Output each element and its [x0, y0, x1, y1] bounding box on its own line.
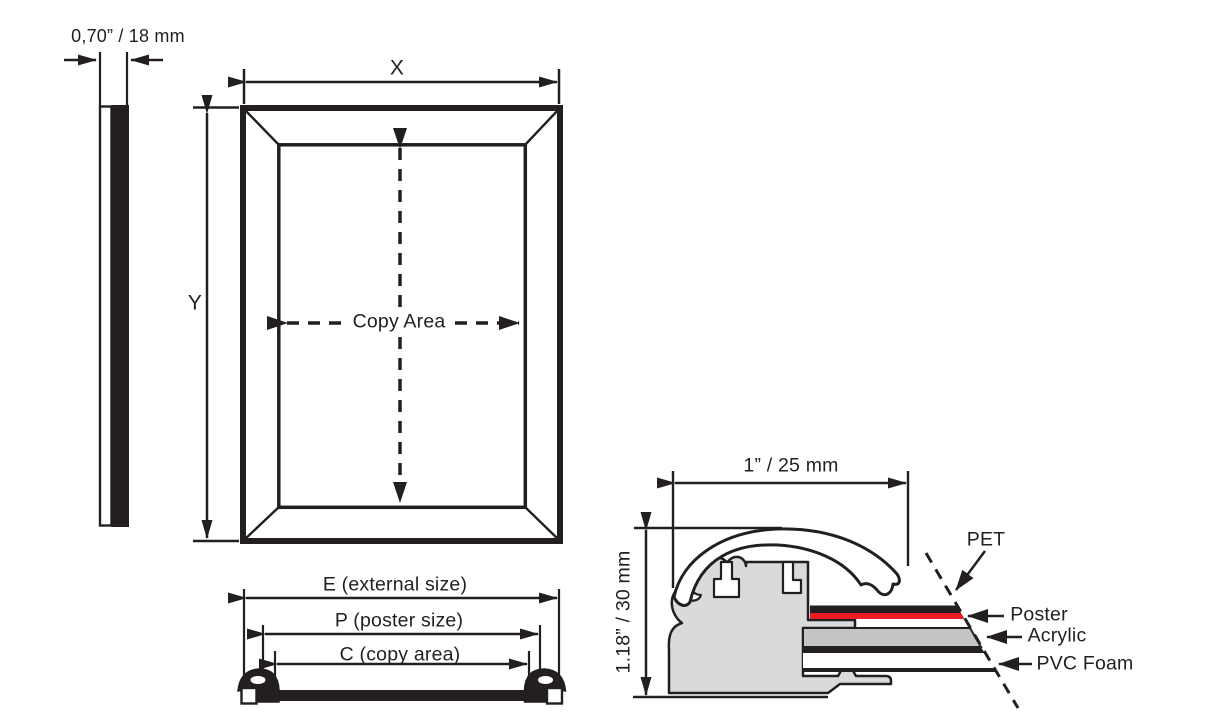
layer-pet [810, 605, 961, 613]
layer-label-poster: Poster [1010, 603, 1068, 626]
profile-hook-slot [781, 560, 803, 595]
layer-separator [803, 647, 985, 653]
copy-area-label: Copy Area [344, 310, 454, 334]
layer-label-acrylic: Acrylic [1027, 624, 1087, 647]
front-view [193, 69, 563, 544]
profile-t-slot [712, 560, 741, 599]
side-thickness-label: 0,70” / 18 mm [71, 26, 185, 46]
frame-width-label: X [389, 56, 405, 80]
layer-stack [802, 605, 996, 672]
side-profile-face [98, 105, 113, 527]
section-panel-bar [258, 690, 560, 701]
section-right-clamp [523, 668, 567, 705]
poster-size-label: P (poster size) [334, 609, 464, 632]
layer-acrylic [802, 627, 983, 648]
profile-width-label: 1” / 25 mm [743, 454, 839, 477]
layer-callout-arrows [954, 550, 1032, 671]
frame-outer-rect [240, 105, 563, 544]
layer-pvc-foam-edge [803, 668, 996, 672]
layer-poster [810, 613, 965, 619]
layer-label-pet: PET [966, 528, 1006, 551]
section-left-clamp [237, 668, 280, 705]
profile-snap-cover [672, 527, 901, 607]
side-profile-body [111, 105, 129, 527]
section-view [228, 589, 567, 705]
frame-height-label: Y [187, 291, 203, 315]
layer-pvc-foam [803, 653, 994, 668]
copy-area-size-label: C (copy area) [339, 643, 461, 666]
side-view [64, 52, 163, 527]
profile-height-label: 1.18” / 30 mm [612, 550, 635, 674]
profile-detail [633, 471, 1032, 709]
external-size-label: E (external size) [322, 573, 468, 596]
layer-label-pvc-foam: PVC Foam [1036, 652, 1134, 675]
